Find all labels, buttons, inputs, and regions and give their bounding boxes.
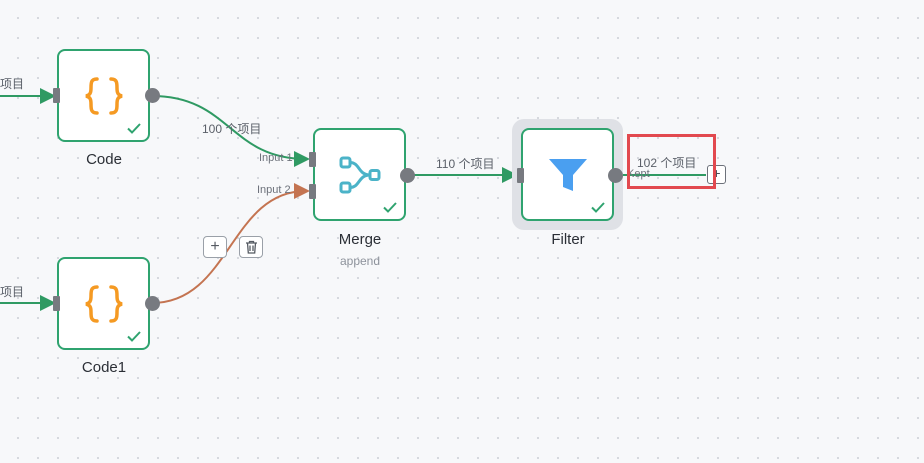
merge-input-2-label: Input 2: [257, 184, 291, 196]
edge-add-node-button[interactable]: +: [203, 236, 227, 258]
node-merge[interactable]: [313, 128, 406, 221]
node-code[interactable]: [57, 49, 150, 142]
plus-icon: +: [210, 238, 220, 255]
merge-input-2-port[interactable]: [309, 184, 316, 199]
code1-output-port[interactable]: [145, 296, 160, 311]
filter-funnel-icon: [523, 130, 612, 219]
edge-label-code-to-merge: 100 个项目: [202, 122, 262, 136]
plus-icon: +: [712, 165, 721, 181]
edge-code1-to-merge[interactable]: [151, 183, 310, 304]
node-label-merge: Merge: [338, 231, 382, 248]
code-input-port[interactable]: [53, 88, 60, 103]
node-sublabel-merge: append: [339, 254, 381, 268]
filter-output-add-button[interactable]: +: [707, 165, 726, 184]
filter-output-port[interactable]: [608, 168, 623, 183]
filter-output-kept-label: Kept: [627, 168, 650, 180]
edge-code-to-merge[interactable]: [151, 95, 310, 167]
success-check-icon: [127, 331, 141, 342]
filter-input-port[interactable]: [517, 168, 524, 183]
edge-label-into-code1: 项目: [0, 285, 25, 299]
edge-label-filter-out: 102 个项目: [637, 156, 697, 170]
edge-label-into-code: 项目: [0, 77, 25, 91]
node-label-code1: Code1: [81, 359, 127, 376]
edge-delete-button[interactable]: [239, 236, 263, 258]
node-label-filter: Filter: [551, 231, 585, 248]
code-braces-icon: [59, 259, 148, 348]
merge-output-port[interactable]: [400, 168, 415, 183]
edge-label-merge-to-filter: 110 个项目: [436, 157, 495, 171]
code1-input-port[interactable]: [53, 296, 60, 311]
success-check-icon: [591, 202, 605, 213]
success-check-icon: [383, 202, 397, 213]
highlight-box: [627, 134, 716, 189]
merge-input-1-label: Input 1: [259, 152, 293, 164]
node-code1[interactable]: [57, 257, 150, 350]
code-braces-icon: [59, 51, 148, 140]
code-output-port[interactable]: [145, 88, 160, 103]
merge-input-1-port[interactable]: [309, 152, 316, 167]
success-check-icon: [127, 123, 141, 134]
merge-icon: [315, 130, 404, 219]
trash-icon: [245, 240, 257, 254]
node-filter[interactable]: [521, 128, 614, 221]
node-label-code: Code: [86, 151, 122, 168]
